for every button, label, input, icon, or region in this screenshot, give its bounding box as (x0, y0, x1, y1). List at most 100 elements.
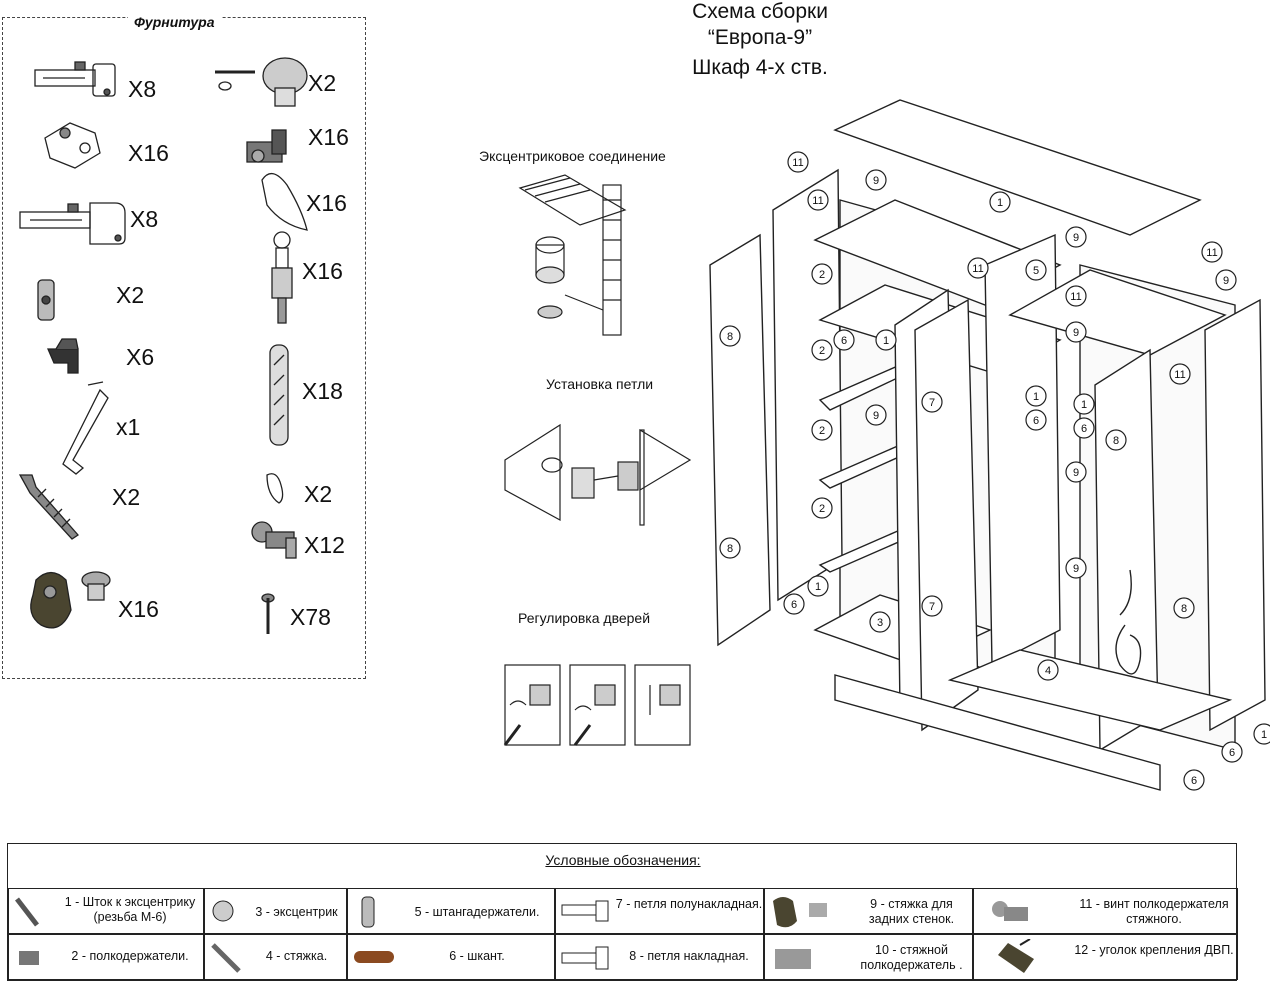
legend-item-11: 11 - винт полкодержателя стяжного. (973, 888, 1238, 934)
callout-2-d: 2 (819, 503, 825, 515)
legend-title: Условные обозначения: (545, 852, 701, 868)
door-left-outer (709, 233, 771, 647)
callout-9-d: 9 (1073, 327, 1079, 339)
legend-item-3: 3 - эксцентрик (204, 888, 347, 934)
callout-8-b: 8 (727, 543, 733, 555)
qty-cam-rod: X16 (302, 258, 343, 284)
qty-hex-key: x1 (116, 414, 141, 440)
legend-item-5: 5 - штангадержатели. (347, 888, 555, 934)
back-panel-fixer-icon (773, 897, 827, 928)
cap-plug-icon (261, 173, 308, 231)
shelf-holder-screw-icon (251, 521, 297, 559)
qty-round-plug: X2 (304, 481, 333, 507)
hinge-mount-plate-icon (44, 122, 101, 169)
callout-1-f: 1 (1261, 729, 1267, 741)
callout-6-a: 6 (841, 335, 847, 347)
callout-11-f: 11 (1174, 369, 1185, 381)
hinge-overlay-icon (19, 202, 126, 245)
dowel-icon (269, 344, 289, 446)
qty-hinge-plate: X16 (128, 140, 169, 166)
cam-rod-icon (15, 897, 39, 927)
qty-dowel: X18 (302, 378, 343, 404)
callout-6-f: 6 (1191, 775, 1197, 787)
legend-box: Условные обозначения: 1 - Шток к эксцент… (7, 843, 1238, 981)
legend-item-8: 8 - петля накладная. (555, 934, 764, 980)
tie-shelf-holder-icon (775, 949, 811, 969)
hex-key-icon (62, 381, 109, 475)
legend-item-12-label: 12 - уголок крепления ДВП. (1074, 943, 1234, 957)
confirmat-screw-icon (211, 943, 241, 973)
top-panel (833, 99, 1202, 236)
legend-item-5-label: 5 - штангадержатели. (414, 905, 540, 919)
legend-item-4-label: 4 - стяжка. (265, 949, 328, 963)
qty-rail-holder: X2 (116, 282, 145, 308)
rail-holder-icon (361, 896, 375, 928)
legend-item-7: 7 - петля полунакладная. (555, 888, 764, 934)
cam-rod-icon (271, 231, 293, 324)
section-eccentric-title: Эксцентриковое соединение (479, 148, 666, 164)
qty-back-panel-fixer: X6 (126, 344, 155, 370)
callout-11-a: 11 (792, 157, 803, 169)
side-panel-right (1204, 298, 1266, 732)
callout-11-e: 11 (1206, 247, 1217, 259)
legend-item-12: 12 - уголок крепления ДВП. (973, 934, 1238, 980)
hinge-half-overlay-icon (34, 61, 116, 97)
legend-item-9-label: 9 - стяжка для задних стенок. (868, 897, 955, 926)
legend-item-4: 4 - стяжка. (204, 934, 347, 980)
callout-1-e: 1 (1081, 399, 1087, 411)
callout-9-a: 9 (873, 175, 879, 187)
callout-11-b: 11 (812, 195, 823, 207)
qty-wood-screw: X78 (290, 604, 331, 630)
callout-7-b: 7 (929, 601, 935, 613)
cam-fitting-icon (30, 571, 111, 629)
partition-center (984, 233, 1061, 667)
back-panel-fixer-icon (47, 338, 79, 374)
shelf-holder-icon (246, 129, 287, 163)
callout-2-c: 2 (819, 425, 825, 437)
legend-item-6: 6 - шкант. (347, 934, 555, 980)
wood-screw-icon (261, 593, 275, 634)
qty-knob: X2 (308, 70, 337, 96)
shelf-holder-icon (19, 951, 39, 965)
callout-9-c: 9 (873, 410, 879, 422)
callout-6-b: 6 (791, 599, 797, 611)
qty-shelf-holder: X16 (308, 124, 349, 150)
section-door-adjust-title: Регулировка дверей (518, 610, 651, 626)
callout-9-f: 9 (1073, 563, 1079, 575)
hinge-overlay-icon (561, 946, 609, 970)
callout-8-d: 8 (1181, 603, 1187, 615)
legend-item-3-label: 3 - эксцентрик (255, 905, 338, 919)
legend-item-1: 1 - Шток к эксцентрику (резьба М-6) (8, 888, 204, 934)
qty-hinge-half-overlay: X8 (128, 76, 157, 102)
legend-item-1-label: 1 - Шток к эксцентрику (резьба М-6) (64, 895, 196, 924)
legend-item-2: 2 - полкодержатели. (8, 934, 204, 980)
qty-cap-plug: X16 (306, 190, 347, 216)
title-line-3: Шкаф 4-х ств. (692, 56, 828, 79)
callout-1-a: 1 (997, 197, 1003, 209)
confirmat-screw-icon (18, 474, 79, 540)
callout-9-e: 9 (1073, 467, 1079, 479)
qty-cam-fitting: X16 (118, 596, 159, 622)
callout-4: 4 (1045, 665, 1051, 677)
eccentric-joint-illustration (518, 174, 627, 336)
callout-7-a: 7 (929, 397, 935, 409)
callout-6-e: 6 (1229, 747, 1235, 759)
plinth-front (834, 674, 1161, 791)
callout-11-d: 11 (1070, 291, 1081, 303)
legend-item-6-label: 6 - шкант. (449, 949, 505, 963)
callout-2-a: 2 (819, 269, 825, 281)
callout-5: 5 (1033, 265, 1039, 277)
hardware-title: Фурнитура (128, 14, 221, 30)
title-line-2: “Европа-9” (707, 26, 813, 49)
legend-item-8-label: 8 - петля накладная. (629, 949, 749, 963)
legend-item-2-label: 2 - полкодержатели. (71, 949, 189, 963)
cam-icon (212, 900, 234, 922)
door-adjust-illustration (503, 664, 691, 746)
callout-3: 3 (877, 617, 883, 629)
hinge-install-illustration (504, 423, 692, 526)
legend-item-7-label: 7 - петля полунакладная. (615, 897, 763, 911)
callout-11-c: 11 (972, 263, 983, 275)
callout-8-c: 8 (1113, 435, 1119, 447)
